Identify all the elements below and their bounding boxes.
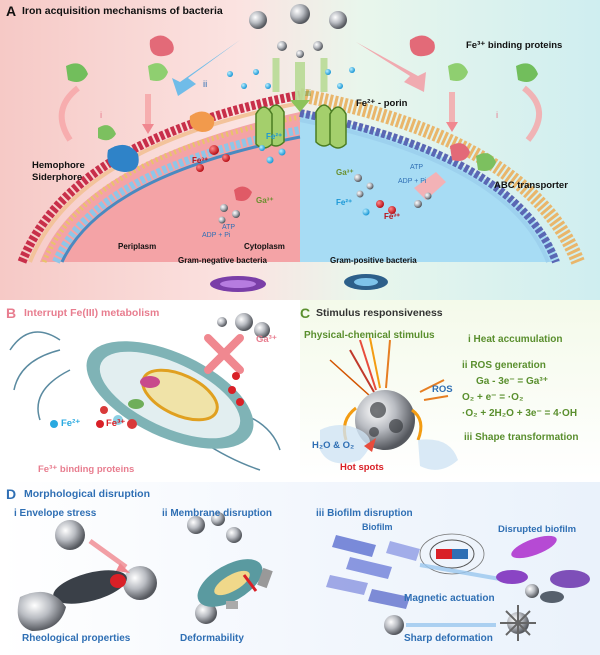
cytoplasm-label: Cytoplasm	[244, 242, 285, 251]
bacterium-icon	[53, 559, 263, 607]
panel-c-title: Stimulus responsiveness	[316, 307, 443, 319]
arrow-icon	[58, 40, 543, 142]
sphere-icon	[217, 313, 270, 338]
panel-c-illustration	[320, 337, 458, 470]
panel-a-letter: A	[6, 3, 17, 19]
fe3-label-right: Fe³⁺	[384, 212, 401, 221]
adp-label-right: ADP + Pi	[398, 178, 427, 185]
equation-2: O₂ + e⁻ = ·O₂	[462, 392, 524, 403]
cross-icon	[204, 334, 244, 374]
biofilm-disruption-label: iii Biofilm disruption	[316, 508, 413, 519]
deformability-label: Deformability	[180, 633, 244, 644]
panel-d-letter: D	[6, 486, 17, 502]
fe2-label-right: Fe²⁺	[336, 198, 353, 207]
fe3-binding-proteins-label: Fe³⁺ binding proteins	[466, 40, 563, 51]
gram-negative-label: Gram-negative bacteria	[178, 256, 267, 265]
sphere-icon	[55, 512, 242, 624]
atp-label-left: ATP	[222, 224, 236, 231]
protein-icon	[66, 35, 538, 201]
fe3-label-left: Fe³⁺	[192, 156, 209, 165]
biofilm-label: Biofilm	[362, 522, 393, 532]
panel-d-background	[0, 482, 600, 655]
atp-label-right: ATP	[410, 164, 424, 171]
h2o-o2-label: H₂O & O₂	[312, 440, 355, 451]
heat-accumulation-label: i Heat accumulation	[468, 334, 563, 345]
hemophore-label: Hemophore	[32, 160, 85, 171]
label-iii: iii	[305, 88, 311, 98]
gram-positive-label: Gram-positive bacteria	[330, 256, 417, 265]
porin-icon	[255, 104, 347, 149]
siderphore-label: Siderphore	[32, 172, 83, 183]
equation-1: Ga - 3e⁻ = Ga³⁺	[476, 376, 548, 387]
star-particle-icon	[384, 584, 539, 641]
panel-a-title: Iron acquisition mechanisms of bacteria	[22, 5, 223, 17]
label-i-left: i	[100, 110, 103, 121]
bacterium-icon	[9, 331, 281, 471]
lightning-rays	[329, 337, 391, 397]
binding-proteins-label-b: Fe³⁺ binding proteins	[38, 464, 135, 475]
ga3-label-b: Ga³⁺	[256, 334, 277, 345]
stimulus-label: Physical-chemical stimulus	[304, 330, 435, 341]
bacterium-icon	[210, 274, 388, 292]
panel-d-illustration	[17, 512, 590, 641]
disrupted-biofilm-label: Disrupted biofilm	[498, 524, 577, 535]
shape-transformation-label: iii Shape transformation	[464, 432, 579, 443]
fe2-label-left: Fe²⁺	[266, 132, 283, 141]
label-ii: ii	[203, 79, 208, 90]
gram-negative-cell	[40, 112, 300, 262]
panel-c-letter: C	[300, 305, 311, 321]
abc-transporter-label: ABC transporter	[494, 180, 568, 191]
fe2-label-b: Fe²⁺	[61, 418, 81, 429]
panel-b-illustration	[9, 313, 281, 471]
magnetic-actuation-label: Magnetic actuation	[404, 593, 495, 604]
star-particle-icon	[342, 390, 423, 450]
label-i-right: i	[496, 110, 499, 121]
panel-b-letter: B	[6, 305, 17, 321]
fe3-label-b: Fe³⁺	[106, 418, 126, 429]
membrane-disruption-label: ii Membrane disruption	[162, 508, 273, 519]
fe2-porin-label: Fe²⁺ - porin	[356, 98, 408, 109]
ga3-label-left: Ga³⁺	[256, 196, 274, 205]
sphere-icon	[249, 4, 347, 58]
envelope-stress-label: i Envelope stress	[14, 508, 97, 519]
bacterium-icon	[496, 535, 590, 603]
biofilm-cluster	[326, 535, 420, 609]
adp-label-left: ADP + Pi	[202, 232, 231, 239]
hot-spots-label: Hot spots	[340, 462, 384, 473]
ion-dots	[196, 67, 432, 224]
magnet-icon	[419, 533, 485, 575]
panel-d-title: Morphological disruption	[24, 488, 150, 500]
panel-a-illustration	[17, 4, 585, 292]
ga3-label-right: Ga³⁺	[336, 168, 354, 177]
equation-3: ·O₂ + 2H₂O + 3e⁻ = 4·OH	[462, 408, 578, 419]
periplasm-label: Periplasm	[118, 242, 157, 251]
sharp-deformation-label: Sharp deformation	[404, 633, 493, 644]
ros-generation-label: ii ROS generation	[462, 360, 546, 371]
ros-label: ROS	[432, 384, 453, 395]
rheological-label: Rheological properties	[22, 633, 131, 644]
panel-b-title: Interrupt Fe(III) metabolism	[24, 307, 160, 319]
